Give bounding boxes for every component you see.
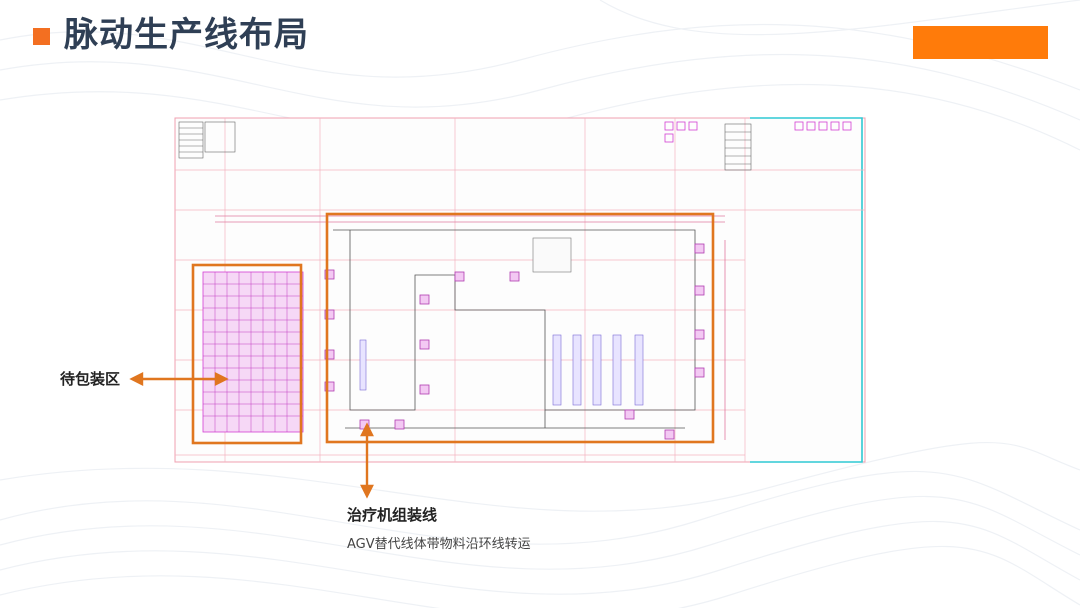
corner-accent-bar	[913, 26, 1048, 59]
restroom-fixtures	[664, 121, 852, 143]
title-accent-square	[33, 28, 50, 45]
pallet-cells	[203, 272, 303, 432]
cyan-wall	[750, 117, 863, 463]
page-title: 脉动生产线布局	[64, 15, 309, 55]
equipment-room	[532, 237, 572, 273]
factory-floor-plan	[174, 117, 866, 463]
stairwell-left	[178, 121, 236, 159]
packaging-zone-label: 待包装区	[60, 370, 121, 388]
stairwell-right	[724, 123, 752, 171]
assembly-line-frame	[325, 212, 715, 444]
assembly-line-label: 治疗机组装线	[347, 506, 438, 524]
packaging-zone-frame	[191, 263, 303, 445]
assembly-line-description: AGV替代线体带物料沿环线转运	[347, 537, 531, 552]
corridor-lines	[215, 215, 726, 440]
workstation-benches	[359, 334, 644, 406]
agv-stations	[324, 243, 705, 440]
pallet-grid	[202, 271, 304, 433]
